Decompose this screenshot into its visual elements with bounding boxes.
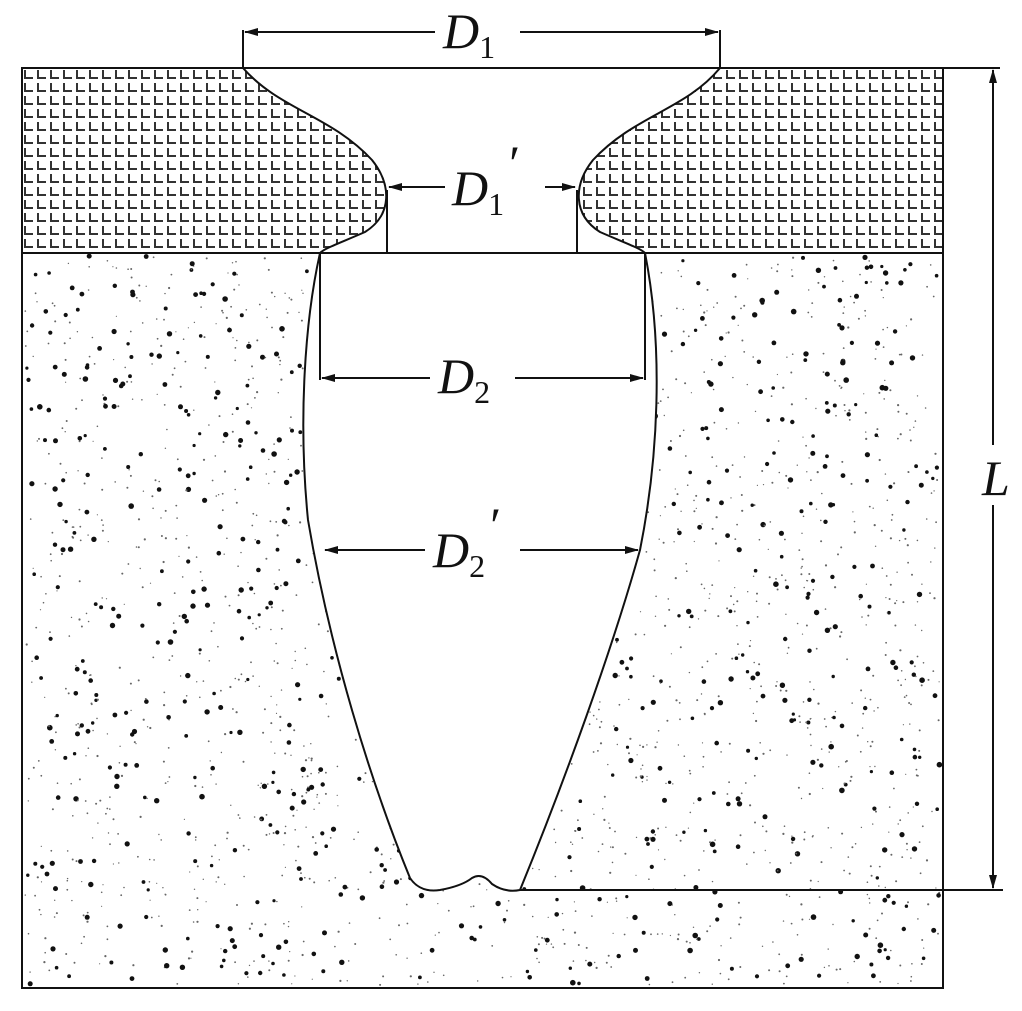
- dimension-d2: [319, 253, 646, 382]
- dimension-d1: [242, 28, 721, 68]
- label-d2-prime: D2′: [432, 497, 499, 584]
- dimension-d1-prime: [386, 183, 578, 253]
- label-d1: D1: [442, 3, 495, 65]
- label-d1-prime: D1′: [451, 135, 518, 222]
- label-d2: D2: [437, 348, 490, 410]
- label-l: L: [981, 450, 1010, 506]
- hole-body: [302, 252, 658, 892]
